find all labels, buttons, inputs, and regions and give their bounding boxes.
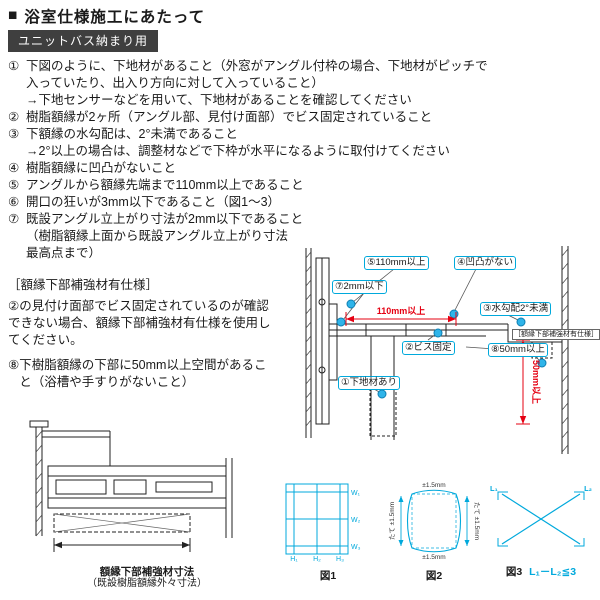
figure-2-labels: ±1.5mm ±1.5mm たて ±1.5mm たて ±1.5mm: [388, 482, 481, 561]
page-title: ■ 浴室仕様施工にあたって: [8, 5, 205, 27]
figure-1-grid: [285, 483, 349, 555]
figure-2: ±1.5mm ±1.5mm たて ±1.5mm たて ±1.5mm 図2: [388, 480, 481, 583]
instruction-text: 下図のように、下地材があること（外窓がアングル付枠の場合、下地材がピッチで入って…: [26, 59, 488, 90]
callout-2-screws: ②ビス固定: [402, 341, 455, 355]
figure-1-caption: 図1: [278, 568, 378, 583]
instruction-number: ②: [8, 110, 20, 124]
reinforcement-part-dashed: [53, 513, 191, 533]
reinforcement-section-diagram: [22, 418, 272, 563]
figure-3-drawing: L₁ L₂: [490, 484, 592, 547]
figure-1-labels: W₁ W₂ W₃ H₁ H₂ H₃: [290, 490, 361, 563]
instruction-number: ⑥: [8, 195, 20, 209]
figure-2-dim-lines: [400, 496, 468, 546]
reinforcement-bracket: [531, 341, 553, 359]
frame-lines: [305, 246, 569, 454]
instruction-number: ⑧: [8, 358, 20, 372]
instruction-text: 開口の狂いが3mm以下であること（図1～3）: [26, 195, 281, 209]
figure-3-formula: L₁－L₂≦3: [529, 566, 577, 578]
figure-3: L₁ L₂ 図3 L₁－L₂≦3: [486, 480, 596, 579]
label-left-tolerance: たて ±1.5mm: [388, 502, 396, 540]
figure-2-drawing: ±1.5mm ±1.5mm たて ±1.5mm たて ±1.5mm: [388, 482, 481, 561]
section-lines: [29, 420, 233, 538]
reinforcement-note: ［額縁下部補強材有仕様］ ②の見付け面部でビス固定されているのが確認できない場合…: [8, 277, 280, 349]
dim-110mm-label: 110mm以上: [377, 305, 426, 316]
label-bottom-tolerance: ±1.5mm: [422, 554, 445, 561]
label-top-tolerance: ±1.5mm: [422, 482, 445, 489]
instruction-list: ① 下図のように、下地材があること（外窓がアングル付枠の場合、下地材がピッチで入…: [8, 58, 488, 262]
instruction-item-5: ⑤ アングルから額縁先端まで110mm以上であること: [8, 177, 488, 194]
reinforcement-spec-tag: ［額縁下部補強材有仕様］: [512, 329, 600, 340]
figure-1: W₁ W₂ W₃ H₁ H₂ H₃ 図1: [278, 480, 378, 583]
instruction-text: アングルから額縁先端まで110mm以上であること: [26, 178, 304, 192]
instruction-number: ⑤: [8, 178, 20, 192]
window-section-drawing: 110mm以上 50mm以上: [305, 246, 569, 454]
reinforcement-note-heading: ［額縁下部補強材有仕様］: [8, 278, 159, 292]
callout-1-backing: ①下地材あり: [338, 376, 401, 390]
figure-2-barrel-shape: [406, 489, 462, 553]
figure-3-labels: L₁ L₂: [490, 484, 592, 493]
figure-3-caption: 図3 L₁－L₂≦3: [486, 564, 596, 579]
reinforcement-section-drawing: [29, 420, 233, 552]
instruction-item-2: ② 樹脂額縁が2ヶ所（アングル部、見付け面部）でビス固定されていること: [8, 109, 488, 126]
label-h3: H₃: [336, 556, 344, 562]
label-w1: W₁: [351, 490, 361, 497]
instruction-sub-1: →下地センサーなどを用いて、下地材があることを確認してください: [26, 93, 412, 107]
instruction-text: 樹脂額縁に凹凸がないこと: [26, 161, 177, 175]
figure-1-drawing: W₁ W₂ W₃ H₁ H₂ H₃: [285, 483, 361, 563]
figure-1-name: 図1: [319, 570, 337, 582]
label-l2: L₂: [584, 484, 592, 493]
reinforcement-caption-line1: 額縁下部補強材寸法: [99, 566, 195, 578]
instruction-item-4: ④ 樹脂額縁に凹凸がないこと: [8, 160, 488, 177]
instruction-sub-3: →2°以上の場合は、調整材などで下枠が水平になるように取付けてください: [26, 144, 450, 158]
usage-badge: ユニットバス納まり用: [8, 30, 159, 52]
instruction-item-7: ⑦ 既設アングル立上がり寸法が2mm以下であること: [8, 211, 488, 228]
instruction-number: ⑦: [8, 212, 20, 226]
reinforcement-note-body: ②の見付け面部でビス固定されているのが確認できない場合、額縁下部補強材有仕様を使…: [8, 299, 271, 347]
instruction-item-3: ③ 下額縁の水勾配は、2°未満であること: [8, 126, 488, 143]
instruction-sub-7: （樹脂額縁上面から既設アングル立上がり寸法最高点まで）: [26, 229, 289, 260]
figure-3-corner-marks: [497, 491, 585, 547]
label-l1: L₁: [490, 484, 498, 493]
label-h2: H₂: [313, 556, 321, 562]
instruction-number: ①: [8, 59, 20, 73]
figure-2-reference-rect: [411, 493, 457, 549]
callout-4-flatness: ④凹凸がない: [454, 256, 517, 270]
figure-2-name: 図2: [425, 570, 443, 582]
wall-hatching: [305, 248, 569, 453]
wall-hatching: [35, 430, 43, 537]
callout-3-slope: ③水勾配2°未満: [480, 302, 552, 316]
instruction-text: 樹脂額縁が2ヶ所（アングル部、見付け面部）でビス固定されていること: [26, 110, 433, 124]
instruction-number: ③: [8, 127, 20, 141]
instruction-item-8: ⑧ 下樹脂額縁の下部に50mm以上空間があること（浴槽や手すりがないこと）: [8, 357, 278, 391]
title-square-icon: ■: [8, 7, 19, 24]
page-title-text: 浴室仕様施工にあたって: [24, 9, 206, 26]
label-w3: W₃: [351, 544, 361, 551]
label-w2: W₂: [351, 517, 361, 524]
window-section-diagram: 110mm以上 50mm以上 ⑤110mm以上 ④凹凸がない ⑦2mm以下 ③水…: [276, 242, 600, 460]
dim-50mm-label: 50mm以上: [531, 360, 542, 404]
instruction-text: 下樹脂額縁の下部に50mm以上空間があること（浴槽や手すりがないこと）: [19, 358, 267, 389]
label-right-tolerance: たて ±1.5mm: [473, 502, 480, 540]
outer-dimension-line: [53, 538, 191, 552]
instruction-number: ④: [8, 161, 20, 175]
figure-3-name: 図3: [505, 566, 523, 578]
figure-2-dim-arrowheads: [398, 496, 470, 546]
figure-3-diagonals: [501, 493, 581, 545]
reinforcement-cross: [53, 513, 191, 533]
callout-5-110mm: ⑤110mm以上: [364, 256, 429, 270]
callout-7-2mm: ⑦2mm以下: [332, 280, 387, 294]
reinforcement-caption-line2: （既設樹脂額縁外々寸法）: [87, 578, 207, 589]
callout-8-50mm: ⑧50mm以上: [488, 343, 548, 357]
instruction-item-1: ① 下図のように、下地材があること（外窓がアングル付枠の場合、下地材がピッチで入…: [8, 58, 488, 92]
reinforcement-caption: 額縁下部補強材寸法 （既設樹脂額縁外々寸法）: [22, 566, 272, 590]
instruction-text: 下額縁の水勾配は、2°未満であること: [26, 127, 238, 141]
figure-2-caption: 図2: [388, 568, 480, 583]
instruction-item-6: ⑥ 開口の狂いが3mm以下であること（図1～3）: [8, 194, 488, 211]
instruction-text: 既設アングル立上がり寸法が2mm以下であること: [26, 212, 304, 226]
outer-dimension-arrowheads: [54, 541, 190, 549]
label-h1: H₁: [290, 556, 298, 562]
